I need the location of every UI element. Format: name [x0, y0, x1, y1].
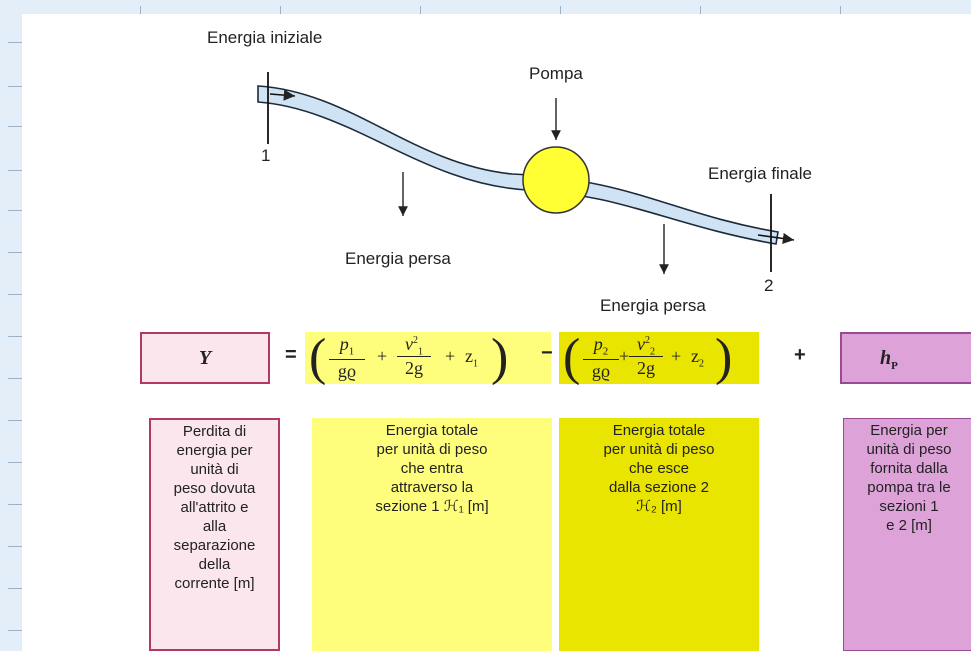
density-gravity-symbol: gϱ	[583, 358, 619, 382]
final-energy-label: Energia finale	[708, 164, 812, 183]
velocity-symbol: v	[637, 334, 645, 354]
pump-energy-description: Energia per unità di peso fornita dalla …	[843, 418, 971, 651]
inflow-arrow	[269, 89, 296, 101]
ruler-tick	[280, 6, 281, 14]
energy-out-description: Energia totale per unità di peso che esc…	[559, 418, 759, 651]
density-gravity-symbol: gϱ	[329, 358, 365, 382]
ruler-tick	[8, 420, 22, 421]
minus-sign: −	[541, 342, 553, 364]
initial-energy-label: Energia iniziale	[207, 28, 323, 47]
pressure-symbol: p	[593, 334, 603, 354]
ruler-tick	[8, 294, 22, 295]
top-ruler	[22, 0, 971, 14]
ruler-tick	[8, 588, 22, 589]
energy-out-formula-box: ( p2 gϱ + v22 2g + z2 )	[559, 329, 759, 386]
pipe-diagram	[257, 72, 795, 274]
ruler-tick	[140, 6, 141, 14]
ruler-tick	[840, 6, 841, 14]
lhs-symbol: Y	[198, 347, 212, 369]
equals-sign: =	[285, 344, 297, 366]
pressure-symbol: p	[339, 334, 349, 354]
ruler-tick	[8, 86, 22, 87]
pump-head-formula-box: hP	[840, 332, 971, 384]
ruler-tick	[700, 6, 701, 14]
pump-label: Pompa	[529, 64, 583, 83]
ruler-tick	[8, 462, 22, 463]
pipe	[257, 85, 779, 245]
energy-in-description: Energia totale per unità di peso che ent…	[312, 418, 552, 651]
friction-loss-description: Perdita di energia per unità di peso dov…	[149, 418, 280, 651]
ruler-tick	[8, 504, 22, 505]
ruler-tick	[8, 378, 22, 379]
lost-energy-label-2: Energia persa	[600, 296, 706, 315]
left-ruler	[0, 0, 22, 651]
pump-head-symbol: h	[880, 347, 892, 369]
section-2-label: 2	[764, 276, 774, 295]
ruler-tick	[560, 6, 561, 14]
lost-energy-label-1: Energia persa	[345, 249, 451, 268]
elevation-symbol: z	[465, 346, 473, 366]
pump-circle	[522, 146, 590, 214]
outflow-arrow	[757, 232, 795, 245]
ruler-tick	[420, 6, 421, 14]
ruler-tick	[8, 336, 22, 337]
plus-sign: +	[794, 344, 806, 366]
diagram-page: Energia iniziale Pompa Energia finale En…	[22, 14, 971, 651]
velocity-symbol: v	[405, 334, 413, 354]
ruler-tick	[8, 126, 22, 127]
ruler-tick	[8, 546, 22, 547]
ruler-tick	[8, 42, 22, 43]
section-1-label: 1	[261, 146, 271, 165]
lhs-symbol-box: Y	[140, 332, 270, 384]
ruler-tick	[8, 630, 22, 631]
ruler-tick	[8, 252, 22, 253]
ruler-tick	[8, 170, 22, 171]
ruler-tick	[8, 210, 22, 211]
elevation-symbol: z	[691, 346, 699, 366]
energy-in-formula-box: ( p1 gϱ + v21 2g + z1 )	[305, 329, 551, 386]
